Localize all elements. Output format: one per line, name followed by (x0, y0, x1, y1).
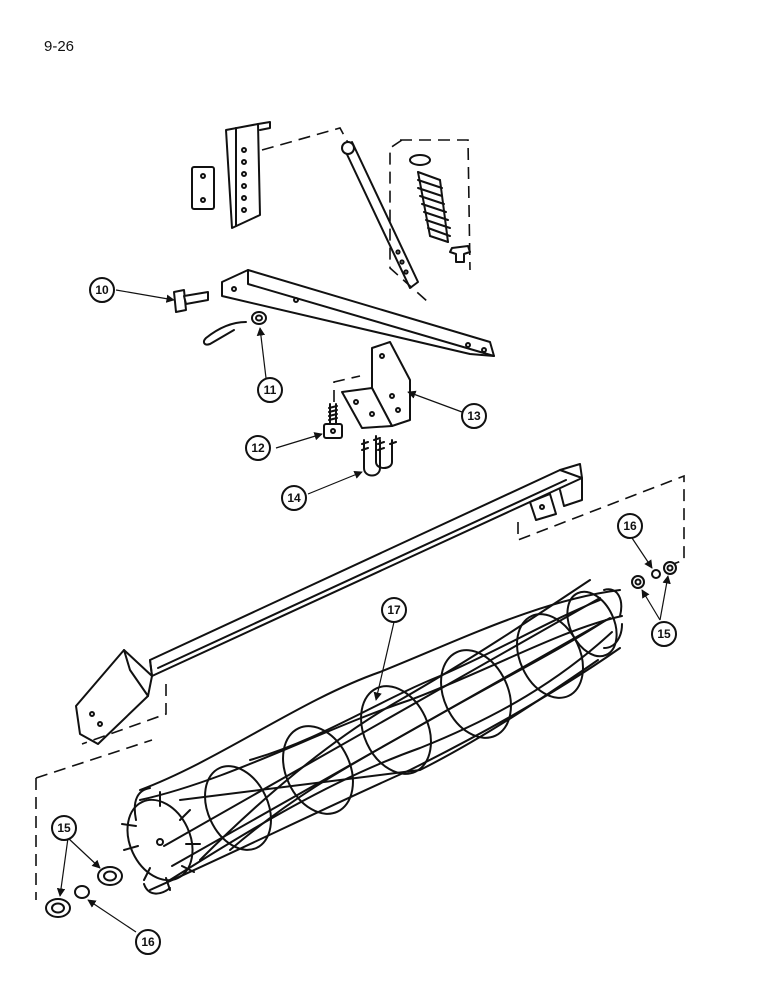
callout-16-left: 16 (135, 929, 161, 955)
callout-15-left-label: 15 (57, 821, 71, 835)
hairpin-clip (202, 321, 247, 346)
upper-mounting-bracket (225, 121, 271, 229)
leader-lines (56, 289, 671, 933)
callout-13: 13 (461, 403, 487, 429)
spring-retainer (449, 245, 471, 263)
callout-16-right: 16 (617, 513, 643, 539)
callout-14-label: 14 (287, 491, 301, 505)
page-number: 9-26 (44, 38, 75, 55)
callout-12: 12 (245, 435, 271, 461)
left-end-mount-plate (75, 649, 153, 745)
left-bearing-hardware (45, 866, 123, 918)
assembly-line-right (517, 474, 685, 567)
u-bolts (361, 435, 397, 477)
assembly-line-left-upper (81, 684, 167, 745)
callout-16-right-label: 16 (623, 519, 637, 533)
small-plate (191, 166, 215, 210)
callout-12-label: 12 (251, 441, 265, 455)
callout-15-right: 15 (651, 621, 677, 647)
adjusting-rod (341, 141, 419, 289)
callout-11-label: 11 (264, 383, 277, 397)
callout-16-left-label: 16 (141, 935, 155, 949)
t-pin (173, 289, 209, 313)
callout-14: 14 (281, 485, 307, 511)
assembly-line-bracket-rod (261, 127, 353, 151)
callout-10-label: 10 (95, 283, 109, 297)
main-frame-bar (149, 463, 583, 677)
callout-11: 11 (257, 377, 283, 403)
bushing (251, 311, 267, 325)
callout-15-right-label: 15 (657, 627, 671, 641)
assembly-line-spring (389, 139, 471, 303)
cage-roller (121, 579, 623, 895)
callout-17-label: 17 (387, 603, 401, 617)
assembly-line-left-lower (35, 739, 153, 900)
assembly-line-bolt (333, 375, 361, 402)
right-bearing-hardware (631, 561, 677, 589)
angle-bracket (341, 341, 411, 429)
callout-10: 10 (89, 277, 115, 303)
long-arm (221, 269, 495, 357)
callout-17: 17 (381, 597, 407, 623)
callout-13-label: 13 (467, 409, 481, 423)
compression-spring (417, 171, 451, 243)
clamp-bolt (323, 403, 343, 439)
callout-15-left: 15 (51, 815, 77, 841)
spring-top-washer (409, 154, 431, 166)
right-end-mount (529, 493, 557, 521)
